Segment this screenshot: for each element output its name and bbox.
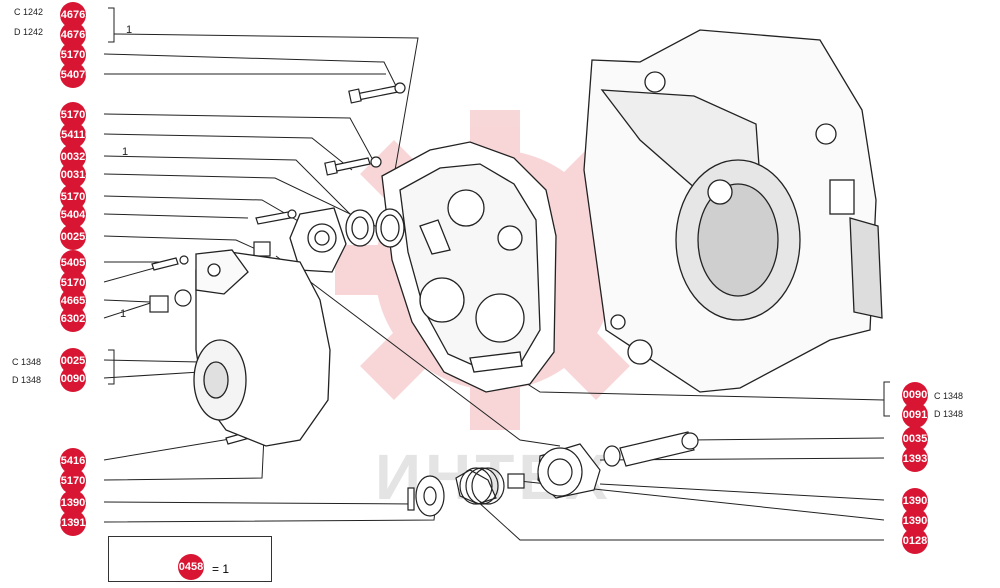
kit-part-number-badge[interactable]: 704580 <box>173 554 209 580</box>
part-number-badge[interactable]: 913911 <box>55 510 91 536</box>
part-number-badge[interactable]: 146766 <box>55 22 91 48</box>
part-number-badge[interactable]: 700910 <box>897 402 933 428</box>
variant-code: D 1348 <box>12 375 42 385</box>
part-number-badge[interactable]: 700255 <box>55 224 91 250</box>
part-number-badge[interactable]: 151701 <box>55 468 91 494</box>
variant-code: D 1242 <box>14 27 44 37</box>
part-label: C 1348 <box>12 354 41 369</box>
part-number-badge[interactable]: 913930 <box>897 446 933 472</box>
variant-code: C 1348 <box>12 357 42 367</box>
part-number-badge[interactable]: 700325 <box>55 144 91 170</box>
gearbox-housing <box>583 29 883 393</box>
part-label: C 1242 <box>14 4 43 19</box>
quantity-mark: 1 <box>120 308 127 320</box>
quantity-mark: 1 <box>122 146 129 158</box>
part-number-badge[interactable]: 154041 <box>55 202 91 228</box>
variant-code: C 1242 <box>14 7 44 17</box>
part-label: D 1348 <box>12 372 41 387</box>
part-label: D 1348 <box>934 406 963 421</box>
part-number-badge[interactable]: 700900 <box>55 366 91 392</box>
plunger-assembly <box>407 431 699 517</box>
part-number-badge[interactable]: 701286 <box>897 528 933 554</box>
variant-code: C 1348 <box>934 391 964 401</box>
part-number-badge[interactable]: 154070 <box>55 62 91 88</box>
part-label: D 1242 <box>14 24 43 39</box>
variant-code: D 1348 <box>934 409 964 419</box>
rear-cover <box>193 249 331 447</box>
part-label: C 1348 <box>934 388 963 403</box>
kit-quantity: = 1 <box>212 562 230 576</box>
seal-rings <box>289 207 405 273</box>
part-number-badge[interactable]: 154110 <box>55 122 91 148</box>
part-number-badge[interactable]: 163020 <box>55 306 91 332</box>
part-number-badge[interactable]: 700318 <box>55 162 91 188</box>
cover-plate <box>381 141 557 393</box>
bolts <box>149 82 406 445</box>
quantity-mark: 1 <box>126 24 133 36</box>
